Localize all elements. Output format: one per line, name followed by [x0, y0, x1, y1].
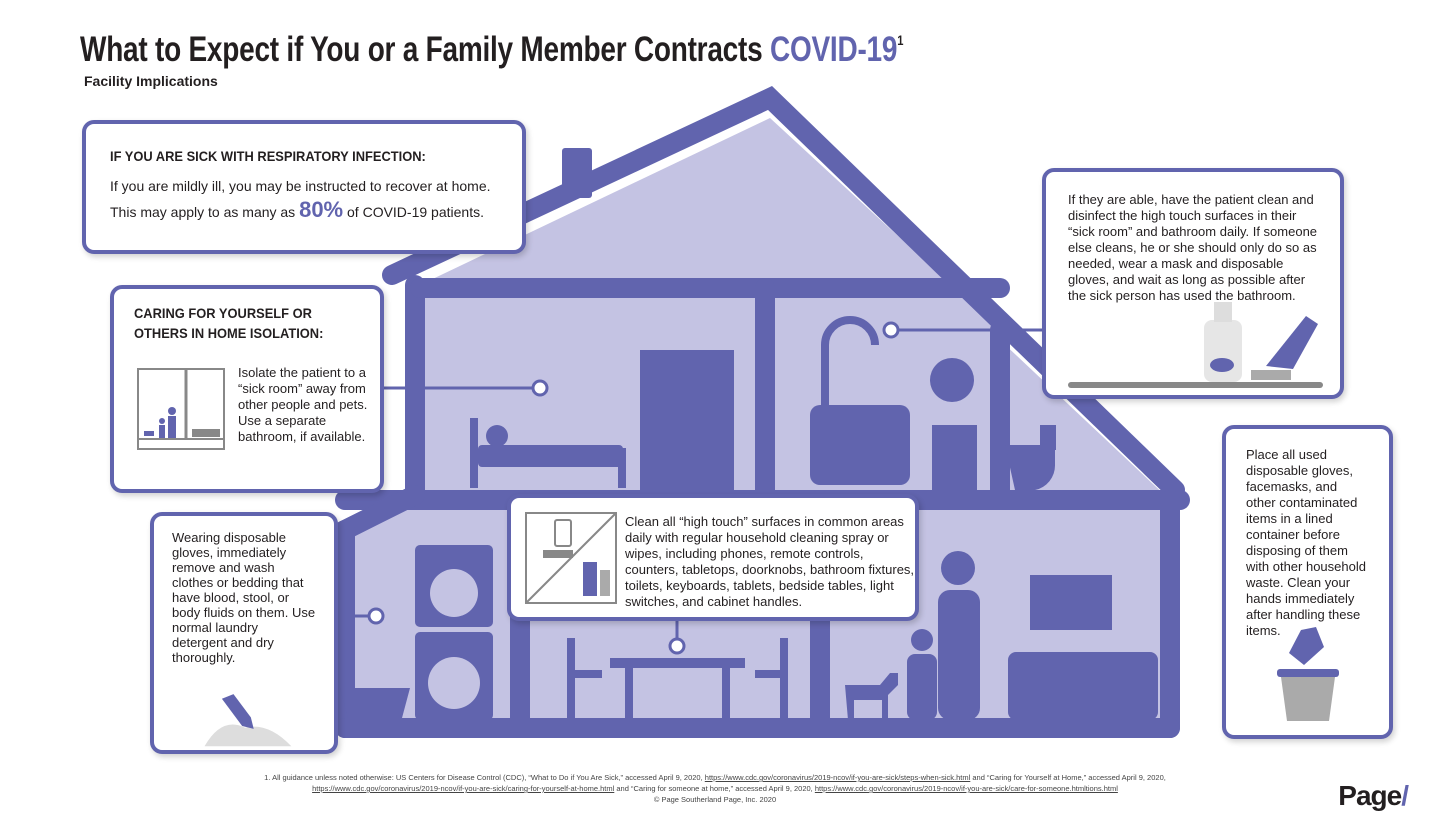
dog-icon	[845, 673, 898, 720]
callout-text: Clean all “high touch” surfaces in commo…	[625, 514, 915, 609]
chair-icon	[567, 638, 575, 720]
callout-text: If they are able, have the patient clean…	[1068, 192, 1318, 303]
footnote-link[interactable]: https://www.cdc.gov/coronavirus/2019-nco…	[814, 784, 1118, 793]
bed-icon	[470, 418, 478, 488]
callout-heading: IF YOU ARE SICK WITH RESPIRATORY INFECTI…	[110, 148, 426, 164]
high-touch-surfaces-icon	[525, 512, 617, 604]
callout-stat: This may apply to as many as 80% of COVI…	[110, 199, 498, 221]
adult-icon	[941, 551, 975, 585]
callout-high-touch: Clean all “high touch” surfaces in commo…	[507, 494, 919, 621]
laundry-basket-icon	[340, 688, 410, 718]
footnote-text: and “Caring for Yourself at Home,” acces…	[972, 773, 1166, 782]
stat-post: of COVID-19 patients.	[347, 204, 484, 220]
sick-person-icon	[486, 425, 508, 447]
page-logo: Page/	[1338, 780, 1409, 812]
title-footnote-mark: 1	[897, 32, 904, 48]
footnote: 1. All guidance unless noted otherwise: …	[0, 772, 1430, 805]
chimney	[562, 148, 592, 198]
tv-icon	[1030, 575, 1112, 630]
sink-icon	[932, 425, 977, 490]
shower-icon	[821, 316, 879, 405]
logo-text: Page	[1338, 780, 1402, 811]
child-icon	[911, 629, 933, 651]
stat-percent: 80%	[299, 197, 344, 222]
copyright: © Page Southerland Page, Inc. 2020	[653, 795, 777, 804]
appliance-windows	[428, 569, 480, 709]
callout-text: If you are mildly ill, you may be instru…	[110, 178, 491, 194]
callout-text: Place all used disposable gloves, facema…	[1246, 447, 1366, 638]
table-icon	[610, 658, 745, 668]
callout-text: Wearing disposable gloves, immediately r…	[172, 530, 316, 665]
sofa-icon	[1008, 652, 1158, 720]
title-accent: COVID-19	[769, 30, 898, 69]
title-text: What to Expect if You or a Family Member…	[80, 30, 763, 69]
callout-text: Isolate the patient to a “sick room” awa…	[238, 365, 368, 444]
callout-connectors	[337, 321, 1042, 655]
trash-bin-gloves-icon	[1277, 627, 1339, 721]
callout-home-isolation: CARING FOR YOURSELF OR OTHERS IN HOME IS…	[110, 285, 384, 493]
door-icon	[640, 350, 734, 490]
callout-laundry: Wearing disposable gloves, immediately r…	[150, 512, 338, 754]
toilet-icon	[1005, 445, 1056, 490]
mirror-icon	[930, 358, 974, 402]
footnote-text: 1. All guidance unless noted otherwise: …	[264, 773, 703, 782]
gloved-hand-laundry-icon	[204, 694, 292, 747]
footnote-text: and “Caring for someone at home,” access…	[616, 784, 813, 793]
cleaning-spray-icon	[1068, 302, 1323, 388]
page-title: What to Expect if You or a Family Member…	[80, 30, 903, 70]
footnote-link[interactable]: https://www.cdc.gov/coronavirus/2019-nco…	[704, 773, 971, 782]
page-subtitle: Facility Implications	[84, 73, 218, 89]
footnote-link[interactable]: https://www.cdc.gov/coronavirus/2019-nco…	[312, 784, 615, 793]
callout-disposal: Place all used disposable gloves, facema…	[1222, 425, 1393, 739]
stat-pre: This may apply to as many as	[110, 204, 296, 220]
logo-slash: /	[1401, 780, 1409, 811]
callout-heading: CARING FOR YOURSELF OR OTHERS IN HOME IS…	[134, 305, 324, 341]
callout-bathroom-cleaning: If they are able, have the patient clean…	[1042, 168, 1344, 399]
callout-sick-at-home: IF YOU ARE SICK WITH RESPIRATORY INFECTI…	[82, 120, 526, 254]
sick-room-icon	[137, 368, 225, 450]
bathtub-icon	[810, 405, 910, 485]
